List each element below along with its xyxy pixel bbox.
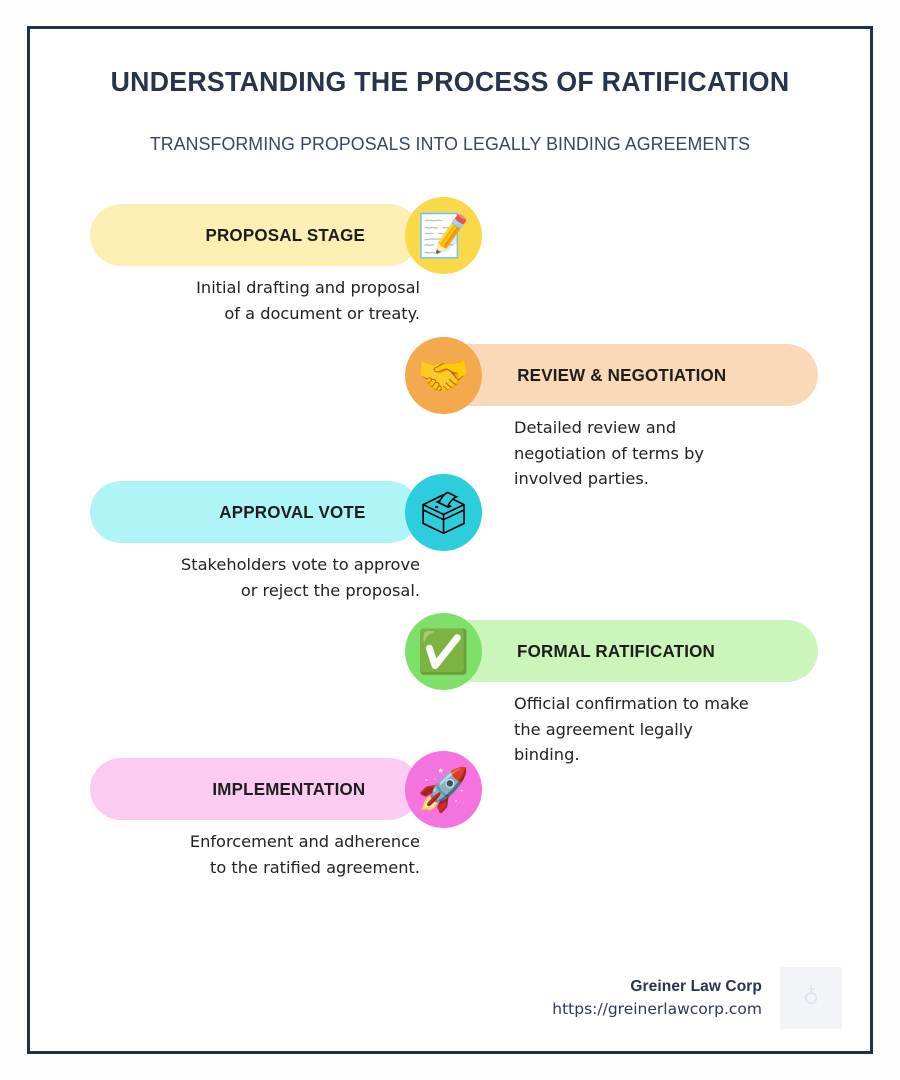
logo-placeholder: ♁ — [780, 967, 842, 1029]
footer: Greiner Law Corp https://greinerlawcorp.… — [552, 967, 842, 1029]
step-pill-formal-ratification[interactable]: FORMAL RATIFICATION — [428, 620, 818, 682]
step-label: IMPLEMENTATION — [212, 778, 366, 799]
step-icon-glyph: 🚀 — [417, 764, 470, 814]
ballot-box-icon: 🗳 — [405, 474, 482, 551]
step-icon-glyph: 📝 — [417, 210, 470, 260]
tree-logo-watermark-icon: ♁ — [802, 985, 820, 1010]
check-mark-button-icon: ✅ — [405, 613, 482, 690]
step-icon-glyph: ✅ — [417, 626, 470, 676]
page-border-frame: UNDERSTANDING THE PROCESS OF RATIFICATIO… — [27, 26, 873, 1054]
page-title: UNDERSTANDING THE PROCESS OF RATIFICATIO… — [110, 66, 790, 97]
rocket-icon: 🚀 — [405, 751, 482, 828]
handshake-icon: 🤝 — [405, 337, 482, 414]
memo-pencil-icon: 📝 — [405, 197, 482, 274]
step-icon-glyph: 🗳 — [416, 487, 471, 537]
process-steps-list: PROPOSAL STAGE 📝 Initial drafting and pr… — [30, 197, 876, 957]
step-description: Stakeholders vote to approve or reject t… — [181, 555, 420, 600]
step-description: Detailed review and negotiation of terms… — [514, 418, 704, 489]
step-pill-proposal-stage[interactable]: PROPOSAL STAGE — [90, 204, 420, 266]
step-pill-implementation[interactable]: IMPLEMENTATION — [90, 758, 420, 820]
process-step-formal-ratification: FORMAL RATIFICATION ✅ Official confirmat… — [30, 613, 876, 764]
header: UNDERSTANDING THE PROCESS OF RATIFICATIO… — [30, 65, 870, 155]
step-label: APPROVAL VOTE — [219, 501, 366, 522]
step-description: Official confirmation to make the agreem… — [514, 694, 749, 765]
brand-url[interactable]: https://greinerlawcorp.com — [552, 1000, 762, 1018]
step-label: PROPOSAL STAGE — [205, 224, 366, 245]
step-pill-review-negotiation[interactable]: REVIEW & NEGOTIATION — [428, 344, 818, 406]
process-step-proposal-stage: PROPOSAL STAGE 📝 Initial drafting and pr… — [30, 197, 876, 337]
step-description: Initial drafting and proposal of a docum… — [196, 278, 420, 323]
brand-name: Greiner Law Corp — [630, 977, 762, 995]
step-description: Enforcement and adherence to the ratifie… — [189, 832, 420, 877]
page-subtitle: TRANSFORMING PROPOSALS INTO LEGALLY BIND… — [149, 133, 751, 154]
step-pill-approval-vote[interactable]: APPROVAL VOTE — [90, 481, 420, 543]
step-label: FORMAL RATIFICATION — [517, 640, 716, 661]
process-step-implementation: IMPLEMENTATION 🚀 Enforcement and adheren… — [30, 751, 876, 891]
step-icon-glyph: 🤝 — [417, 350, 470, 400]
footer-text: Greiner Law Corp https://greinerlawcorp.… — [552, 976, 762, 1021]
process-step-approval-vote: APPROVAL VOTE 🗳 Stakeholders vote to app… — [30, 474, 876, 614]
process-step-review-negotiation: REVIEW & NEGOTIATION 🤝 Detailed review a… — [30, 337, 876, 488]
step-label: REVIEW & NEGOTIATION — [517, 364, 727, 385]
